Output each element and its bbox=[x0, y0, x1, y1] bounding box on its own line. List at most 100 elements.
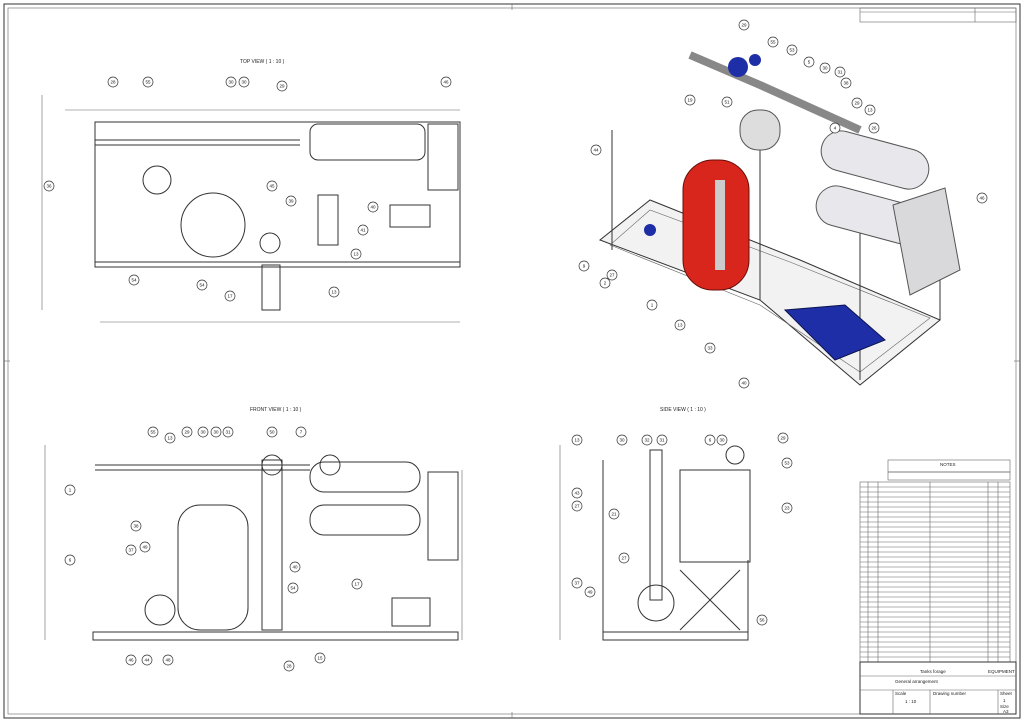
balloon-number: 29 bbox=[741, 23, 747, 28]
balloon-circle bbox=[767, 36, 779, 48]
balloon-number: 28 bbox=[286, 664, 292, 669]
balloon-callout: 54 bbox=[128, 274, 140, 286]
balloon-callout: 26 bbox=[868, 122, 880, 134]
balloon-callout: 30 bbox=[225, 76, 237, 88]
balloon-circle bbox=[222, 426, 234, 438]
balloon-callout: 55 bbox=[767, 36, 779, 48]
balloon-callout: 27 bbox=[571, 500, 583, 512]
control-panel-top bbox=[427, 123, 459, 191]
balloon-number: 39 bbox=[288, 199, 294, 204]
balloon-circle bbox=[287, 582, 299, 594]
balloon-circle bbox=[266, 426, 278, 438]
front-view: FRONT VIEW ( 1 : 10 ) bbox=[44, 407, 463, 641]
balloon-callout: 40 bbox=[289, 561, 301, 573]
balloon-callout: 15 bbox=[314, 652, 326, 664]
balloon-number: 40 bbox=[741, 381, 747, 386]
balloon-number: 45 bbox=[269, 184, 275, 189]
balloon-number: 44 bbox=[593, 148, 599, 153]
balloon-callout: 31 bbox=[656, 434, 668, 446]
balloon-number: 30 bbox=[200, 430, 206, 435]
balloon-number: 30 bbox=[228, 80, 234, 85]
balloon-callout: 54 bbox=[196, 279, 208, 291]
balloon-number: 49 bbox=[587, 590, 593, 595]
balloon-circle bbox=[197, 426, 209, 438]
balloon-circle bbox=[283, 660, 295, 672]
zone-ticks bbox=[4, 4, 1020, 718]
balloon-number: 29 bbox=[184, 430, 190, 435]
balloon-number: 15 bbox=[317, 656, 323, 661]
balloon-circle bbox=[141, 654, 153, 666]
balloon-number: 30 bbox=[241, 80, 247, 85]
heat-exchanger-upper bbox=[820, 130, 930, 190]
balloon-circle bbox=[608, 508, 620, 520]
balloon-circle bbox=[147, 426, 159, 438]
balloon-callout: 31 bbox=[222, 426, 234, 438]
top-view: TOP VIEW ( 1 : 10 ) bbox=[41, 59, 461, 323]
balloon-number: 43 bbox=[574, 491, 580, 496]
balloon-circle bbox=[684, 94, 696, 106]
balloon-number: 13 bbox=[167, 436, 173, 441]
balloon-circle bbox=[584, 586, 596, 598]
balloon-number: 4 bbox=[834, 126, 837, 131]
balloon-callout: 13 bbox=[864, 104, 876, 116]
balloon-circle bbox=[289, 561, 301, 573]
drawing-title: Tanks forage bbox=[920, 669, 946, 674]
balloon-callout: 6 bbox=[704, 434, 716, 446]
balloon-number: 30 bbox=[619, 438, 625, 443]
balloon-circle bbox=[803, 56, 815, 68]
balloon-callout: 44 bbox=[590, 144, 602, 156]
balloon-circle bbox=[162, 654, 174, 666]
balloon-number: 55 bbox=[145, 80, 151, 85]
balloon-number: 13 bbox=[353, 252, 359, 257]
balloon-callout: 27 bbox=[618, 552, 630, 564]
notes-header: NOTES bbox=[940, 462, 956, 467]
balloon-number: 27 bbox=[574, 504, 580, 509]
scale-value: 1 : 10 bbox=[905, 699, 917, 704]
balloon-callout: 32 bbox=[641, 434, 653, 446]
balloon-callout: 51 bbox=[721, 96, 733, 108]
balloon-number: 29 bbox=[854, 101, 860, 106]
balloon-number: 23 bbox=[784, 506, 790, 511]
balloon-callout: 48 bbox=[162, 654, 174, 666]
balloon-circle bbox=[777, 432, 789, 444]
balloon-callout: 4 bbox=[829, 122, 841, 134]
balloon-callout: 46 bbox=[976, 192, 988, 204]
balloon-number: 54 bbox=[131, 278, 137, 283]
balloon-callout: 29 bbox=[738, 19, 750, 31]
balloon-number: 46 bbox=[443, 80, 449, 85]
balloon-callout: 38 bbox=[130, 520, 142, 532]
balloon-number: 38 bbox=[133, 524, 139, 529]
balloon-callout: 46 bbox=[440, 76, 452, 88]
balloon-callout: 29 bbox=[777, 432, 789, 444]
balloon-callout: 6 bbox=[64, 554, 76, 566]
tank-top bbox=[180, 192, 246, 258]
balloon-number: 32 bbox=[644, 438, 650, 443]
balloon-number: 30 bbox=[213, 430, 219, 435]
balloon-number: 29 bbox=[279, 84, 285, 89]
balloon-callout: 49 bbox=[584, 586, 596, 598]
balloon-circle bbox=[266, 180, 278, 192]
balloon-callout: 49 bbox=[139, 541, 151, 553]
balloon-circle bbox=[64, 484, 76, 496]
balloon-number: 7 bbox=[300, 430, 303, 435]
balloon-callout: 5 bbox=[803, 56, 815, 68]
balloon-callout: 29 bbox=[181, 426, 193, 438]
balloon-circle bbox=[367, 201, 379, 213]
balloon-circle bbox=[210, 426, 222, 438]
heat-exchanger-top bbox=[309, 123, 426, 161]
size-value: A3 bbox=[1003, 709, 1009, 714]
balloon-callout: 37 bbox=[571, 577, 583, 589]
balloon-callout: 43 bbox=[571, 487, 583, 499]
pump-motor-top bbox=[389, 204, 431, 228]
blue-pump-motor bbox=[783, 304, 886, 361]
balloon-callout: 53 bbox=[786, 44, 798, 56]
balloon-number: 21 bbox=[611, 512, 617, 517]
balloon-circle bbox=[125, 544, 137, 556]
tank-front bbox=[177, 504, 249, 631]
isometric-view bbox=[599, 51, 961, 386]
balloon-number: 46 bbox=[128, 658, 134, 663]
sheet-value: 1 bbox=[1003, 698, 1006, 703]
balloon-number: 38 bbox=[843, 81, 849, 86]
balloon-callout: 23 bbox=[781, 502, 793, 514]
